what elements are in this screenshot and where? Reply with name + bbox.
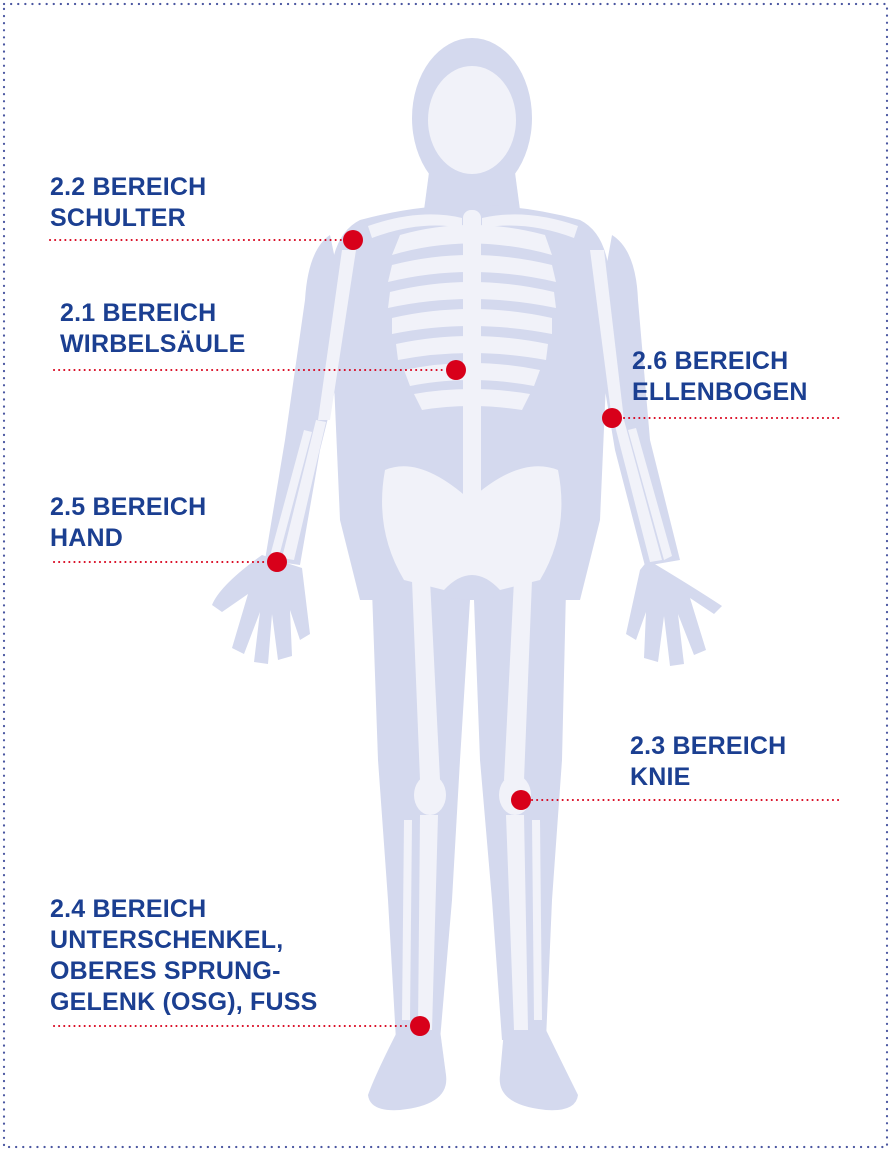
skeleton [270, 66, 672, 1030]
label-hand-line-2: HAND [50, 523, 206, 554]
label-fuss-line-2: UNTERSCHENKEL, [50, 925, 318, 956]
label-schulter[interactable]: 2.2 BEREICH SCHULTER [50, 172, 206, 234]
marker-hand[interactable] [267, 552, 287, 572]
label-schulter-line-1: 2.2 BEREICH [50, 172, 206, 203]
label-ellenbogen[interactable]: 2.6 BEREICH ELLENBOGEN [632, 346, 808, 408]
label-ellenbogen-line-2: ELLENBOGEN [632, 377, 808, 408]
label-knie-line-2: KNIE [630, 762, 786, 793]
label-fuss-line-3: OBERES SPRUNG- [50, 956, 318, 987]
marker-knie[interactable] [511, 790, 531, 810]
label-knie-line-1: 2.3 BEREICH [630, 731, 786, 762]
label-schulter-line-2: SCHULTER [50, 203, 206, 234]
label-wirbelsaeule-line-1: 2.1 BEREICH [60, 298, 246, 329]
marker-ellenbogen[interactable] [602, 408, 622, 428]
marker-wirbelsaeule[interactable] [446, 360, 466, 380]
label-ellenbogen-line-1: 2.6 BEREICH [632, 346, 808, 377]
label-fuss-line-1: 2.4 BEREICH [50, 894, 318, 925]
label-fuss-line-4: GELENK (OSG), FUSS [50, 987, 318, 1018]
marker-fuss[interactable] [410, 1016, 430, 1036]
label-fuss[interactable]: 2.4 BEREICH UNTERSCHENKEL, OBERES SPRUNG… [50, 894, 318, 1018]
label-wirbelsaeule[interactable]: 2.1 BEREICH WIRBELSÄULE [60, 298, 246, 360]
marker-schulter[interactable] [343, 230, 363, 250]
label-hand-line-1: 2.5 BEREICH [50, 492, 206, 523]
label-wirbelsaeule-line-2: WIRBELSÄULE [60, 329, 246, 360]
label-hand[interactable]: 2.5 BEREICH HAND [50, 492, 206, 554]
label-knie[interactable]: 2.3 BEREICH KNIE [630, 731, 786, 793]
